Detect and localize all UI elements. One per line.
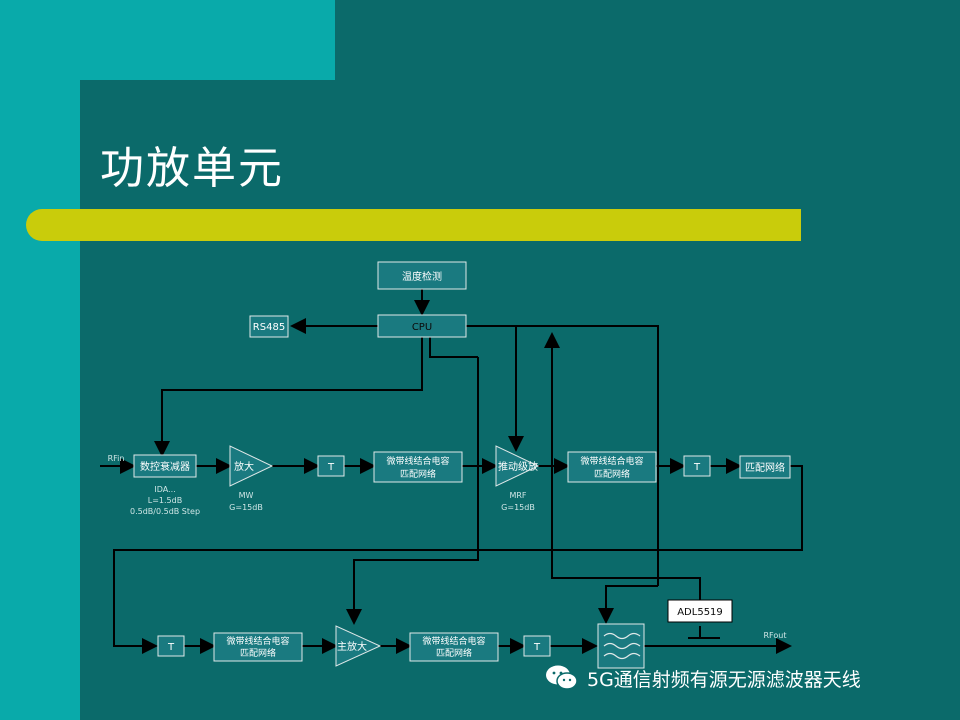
main-amp-triangle — [335, 625, 382, 667]
note-att-1: IDA... — [154, 485, 175, 494]
wire-cpu-attenuator — [154, 337, 423, 457]
box-match1 — [373, 451, 463, 483]
label-match2-a: 微带线结合电容 — [580, 455, 643, 467]
box-t1 — [317, 455, 345, 477]
label-match5-b: 匹配网络 — [436, 647, 472, 659]
label-t4: T — [533, 642, 541, 653]
note-driver-2: G=15dB — [501, 503, 535, 512]
label-amp1: 放大 — [234, 460, 254, 473]
box-cpu — [377, 314, 467, 338]
box-rs485 — [249, 315, 289, 338]
slide-title: 功放单元 — [100, 143, 284, 194]
wire-bus-filter — [598, 585, 658, 624]
title-underline-bar — [26, 209, 801, 241]
box-t3 — [157, 635, 185, 657]
watermark-text: 5G通信射频有源无源滤波器天线 — [587, 668, 861, 691]
label-match4-a: 微带线结合电容 — [226, 635, 289, 647]
label-rs485: RS485 — [253, 322, 285, 333]
label-t1: T — [327, 462, 335, 473]
left-teal-band — [0, 80, 80, 720]
label-cpu: CPU — [412, 322, 432, 333]
note-att-2: L=1.5dB — [148, 496, 182, 505]
box-match4 — [213, 632, 303, 662]
box-filter — [597, 623, 645, 669]
box-attenuator — [133, 454, 197, 478]
note-att-3: 0.5dB/0.5dB Step — [130, 507, 200, 516]
label-t2: T — [693, 462, 701, 473]
note-amp1-2: G=15dB — [229, 503, 263, 512]
wire-cpu-mainamp — [346, 357, 479, 625]
wire-cpu-bus — [466, 325, 659, 586]
label-adl5519: ADL5519 — [677, 607, 723, 618]
box-match5 — [409, 632, 499, 662]
label-match2-b: 匹配网络 — [594, 468, 630, 480]
label-match1-b: 匹配网络 — [400, 468, 436, 480]
filter-symbol — [603, 632, 641, 660]
watermark: 5G通信射频有源无源滤波器天线 — [545, 663, 861, 693]
wire-wrap — [113, 465, 803, 654]
label-temp-detect: 温度检测 — [402, 270, 442, 283]
label-match4-b: 匹配网络 — [240, 647, 276, 659]
label-attenuator: 数控衰减器 — [140, 460, 190, 473]
wire-cpu-down — [429, 337, 478, 358]
box-adl5519 — [667, 599, 733, 623]
note-amp1-1: MW — [239, 491, 254, 500]
wire-adl-feedback — [544, 332, 701, 600]
label-driver: 推动级放 — [498, 460, 538, 473]
box-match3 — [739, 455, 791, 479]
label-match1-a: 微带线结合电容 — [386, 455, 449, 467]
box-match2 — [567, 451, 657, 483]
box-t4 — [523, 635, 551, 657]
label-match3: 匹配网络 — [745, 461, 785, 474]
driver-amp-triangle — [495, 445, 540, 487]
note-rfin: RFin — [108, 454, 125, 463]
corner-teal-block — [0, 0, 335, 80]
box-t2 — [683, 455, 711, 477]
label-main-amp: 主放大 — [337, 640, 367, 653]
box-temp-detect — [377, 261, 467, 290]
amp1-triangle — [229, 445, 274, 487]
wechat-icon — [546, 665, 578, 690]
note-driver-1: MRF — [509, 491, 526, 500]
label-match5-a: 微带线结合电容 — [422, 635, 485, 647]
label-t3: T — [167, 642, 175, 653]
note-rfout: RFout — [764, 631, 787, 640]
